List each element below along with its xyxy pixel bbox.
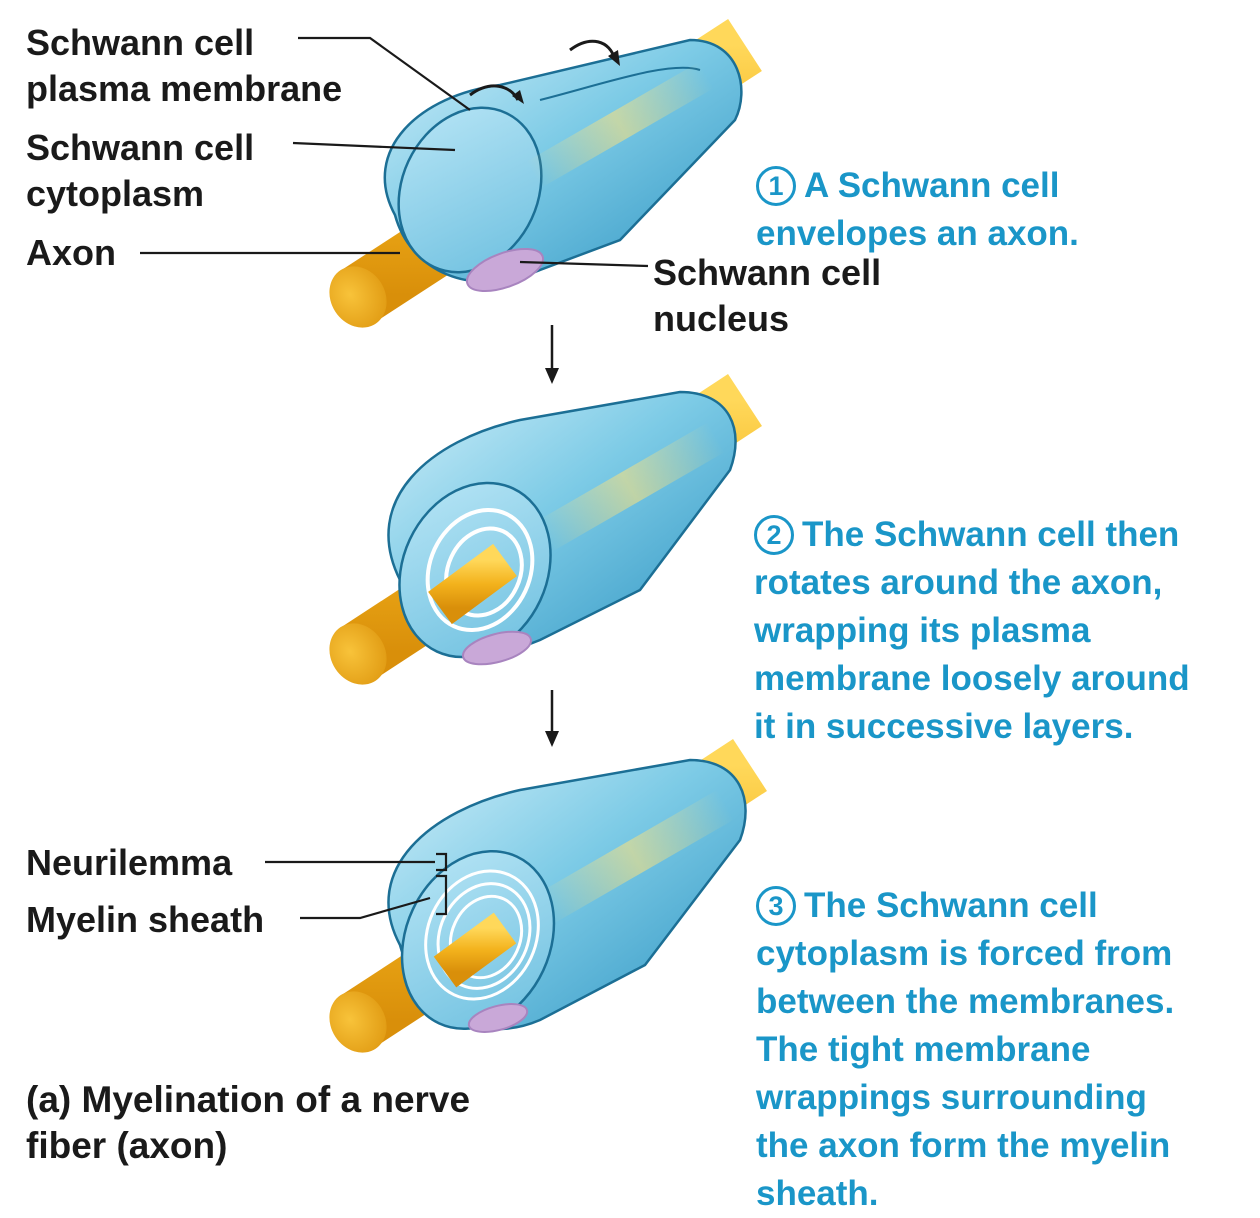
schwann-cell-2 (387, 390, 737, 666)
step-1-number-badge: 1 (756, 166, 796, 206)
nucleus-2 (461, 630, 533, 666)
leader-cytoplasm (292, 141, 456, 152)
step-1-text: A Schwann cell envelopes an axon. (756, 166, 1079, 253)
step-3-number-badge: 3 (756, 886, 796, 926)
stage-3-illustration (329, 739, 767, 1053)
label-myelin-sheath: Myelin sheath (26, 899, 265, 940)
stage-2-illustration (329, 374, 762, 685)
membrane-layer-outer-2 (425, 507, 535, 633)
leader-nucleus (519, 260, 649, 268)
step-3-text: The Schwann cell cytoplasm is forced fro… (756, 886, 1175, 1213)
nucleus-1 (465, 247, 545, 293)
step-2-text: The Schwann cell then rotates around the… (754, 515, 1190, 746)
flow-arrow-2 (545, 690, 559, 747)
flow-arrow-1 (545, 325, 559, 384)
leader-membrane (298, 36, 471, 111)
label-schwann-nucleus: Schwann cell nucleus (653, 252, 882, 339)
nucleus-3 (467, 1003, 529, 1033)
neurilemma-bracket (436, 852, 448, 872)
schwann-cell-3 (387, 758, 747, 1033)
figure-caption: (a) Myelination of a nerve fiber (axon) (26, 1079, 471, 1166)
label-neurilemma: Neurilemma (26, 842, 233, 883)
leader-lines (140, 36, 649, 920)
myelin-layer-1 (424, 869, 540, 1001)
myelin-bracket (436, 874, 448, 916)
label-axon: Axon (26, 232, 116, 273)
step-2-number-badge: 2 (754, 515, 794, 555)
myelin-layer-2 (436, 882, 532, 990)
leader-myelin (300, 896, 431, 920)
label-schwann-plasma-membrane: Schwann cell plasma membrane (26, 22, 343, 109)
rotation-arrow-right (569, 39, 617, 61)
label-schwann-cytoplasm: Schwann cell cytoplasm (26, 127, 255, 214)
